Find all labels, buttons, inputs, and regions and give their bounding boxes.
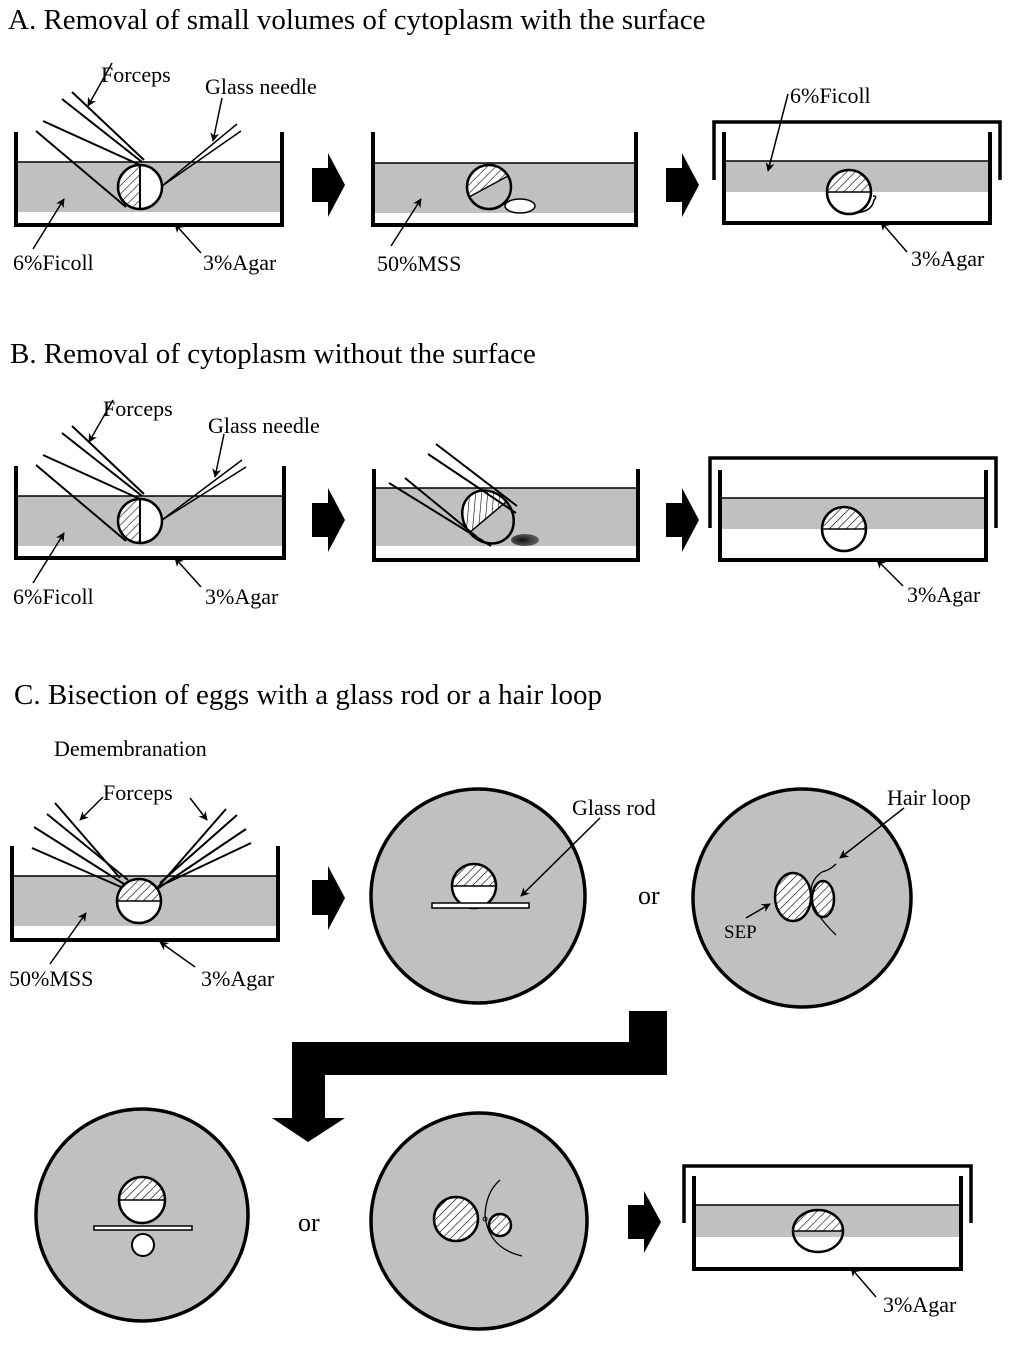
agar-pointer — [876, 559, 904, 587]
label-agar: 3%Agar — [205, 584, 279, 609]
ficoll-pointer — [32, 198, 65, 250]
label-hair-loop: Hair loop — [887, 785, 971, 810]
label-glass-needle: Glass needle — [208, 413, 320, 438]
panel-a-title: A. Removal of small volumes of cytoplasm… — [8, 4, 705, 36]
egg — [825, 168, 877, 216]
dish-lid — [712, 120, 1002, 180]
panel-a-step2-dish: 50%MSS — [371, 132, 638, 276]
ficoll-pointer — [765, 93, 789, 172]
panel-c-final-dish: 3%Agar — [682, 1164, 973, 1317]
step-arrow — [666, 488, 699, 552]
panel-c-hair-loop-dish: Hair loop SEP — [691, 785, 971, 1009]
panel-b-title: B. Removal of cytoplasm without the surf… — [10, 338, 536, 370]
hair-loop — [484, 1179, 523, 1257]
egg — [450, 862, 498, 910]
label-agar: 3%Agar — [911, 246, 985, 271]
label-agar: 3%Agar — [201, 966, 275, 991]
agar-pointer — [174, 557, 202, 588]
panel-b-step1-dish: Forceps Glass needle 6%Ficoll 3%Agar — [13, 396, 320, 609]
egg-half-large — [117, 1175, 167, 1225]
step-arrow — [312, 488, 345, 552]
panel-a: A. Removal of small volumes of cytoplasm… — [8, 4, 1002, 276]
egg — [820, 505, 868, 553]
removed-cytoplasm — [511, 534, 539, 546]
glass-rod — [431, 902, 530, 909]
egg — [791, 1208, 845, 1254]
agar-pointer — [159, 941, 196, 968]
dish-lid — [708, 456, 998, 528]
step-arrow — [628, 1191, 661, 1253]
forceps-pointer — [88, 399, 114, 443]
panel-c: C. Bisection of eggs with a glass rod or… — [9, 679, 973, 1331]
panel-c-rod-result-dish — [34, 1107, 250, 1323]
egg-large-part — [773, 871, 813, 923]
mss-pointer — [390, 198, 422, 247]
glass-rod — [93, 1225, 193, 1231]
label-ficoll: 6%Ficoll — [790, 83, 871, 108]
agar-pointer — [174, 223, 202, 254]
needle-pointer — [210, 97, 223, 142]
removed-cytoplasm — [504, 198, 536, 214]
panel-b: B. Removal of cytoplasm without the surf… — [10, 338, 998, 609]
label-ficoll: 6%Ficoll — [13, 584, 94, 609]
forceps — [388, 443, 518, 547]
sep-pointer — [745, 903, 771, 919]
egg — [465, 163, 513, 211]
label-agar: 3%Agar — [883, 1292, 957, 1317]
label-or: or — [638, 881, 660, 910]
forceps — [35, 425, 145, 542]
label-glass-rod: Glass rod — [572, 795, 656, 820]
forceps-right — [156, 808, 252, 890]
forceps — [35, 91, 145, 208]
egg — [115, 877, 163, 925]
hair-loop — [810, 863, 837, 936]
step-arrow — [312, 866, 345, 930]
flow-arrow — [272, 1011, 667, 1142]
needle-pointer — [212, 433, 225, 478]
label-mss: 50%MSS — [377, 251, 461, 276]
label-agar: 3%Agar — [907, 582, 981, 607]
egg-half-small — [131, 1233, 155, 1257]
mss-pointer — [49, 912, 87, 965]
forceps-pointer-right — [189, 797, 208, 821]
agar-pointer — [880, 221, 908, 253]
forceps-left — [31, 802, 129, 888]
label-ficoll: 6%Ficoll — [13, 250, 94, 275]
hair-loop-pointer — [839, 807, 905, 859]
label-forceps: Forceps — [103, 396, 173, 421]
egg-small-part — [810, 879, 836, 919]
label-mss: 50%MSS — [9, 966, 93, 991]
label-forceps: Forceps — [101, 62, 171, 87]
label-forceps: Forceps — [103, 780, 173, 805]
label-glass-needle: Glass needle — [205, 74, 317, 99]
label-demembranation: Demembranation — [54, 736, 207, 761]
panel-b-step2-dish — [372, 443, 640, 562]
panel-c-title: C. Bisection of eggs with a glass rod or… — [14, 679, 602, 711]
label-sep: SEP — [724, 922, 757, 943]
panel-a-step3-dish: 6%Ficoll 3%Agar — [712, 83, 1002, 271]
label-agar: 3%Agar — [203, 250, 277, 275]
step-arrow — [312, 153, 345, 217]
agar-pointer — [850, 1267, 877, 1298]
panel-c-step1-dish: Forceps 50%MSS 3%Agar — [9, 780, 280, 991]
dish-lid — [682, 1164, 973, 1223]
egg — [116, 497, 164, 545]
glass-rod-pointer — [520, 817, 601, 897]
ficoll-pointer — [32, 532, 65, 584]
egg-half-small — [487, 1212, 513, 1238]
glass-needle — [161, 459, 247, 521]
egg-half-large — [432, 1195, 480, 1243]
panel-a-step1-dish: Forceps Glass needle 6%Ficoll 3%Agar — [13, 62, 317, 275]
panel-c-loop-result-dish — [369, 1111, 589, 1331]
panel-b-step3-dish: 3%Agar — [708, 456, 998, 607]
forceps-pointer-left — [79, 796, 104, 821]
step-arrow — [666, 153, 699, 217]
label-or: or — [298, 1208, 320, 1237]
egg — [116, 163, 164, 211]
panel-c-glass-rod-dish: Glass rod — [369, 787, 656, 1005]
glass-needle — [161, 123, 242, 187]
forceps-pointer — [87, 62, 113, 107]
